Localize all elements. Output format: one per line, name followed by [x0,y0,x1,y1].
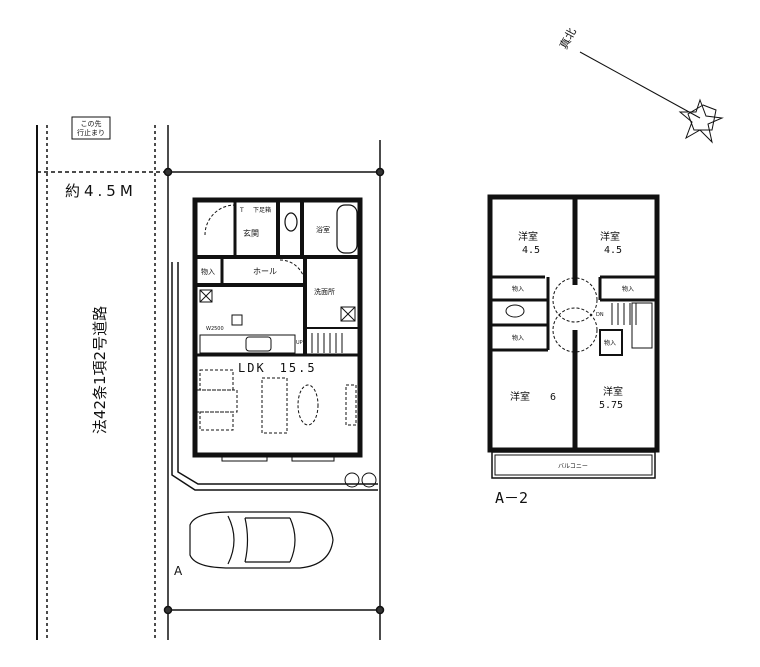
room-washroom: 洗面所 [314,287,335,296]
stairs-up-label: UP [296,340,303,346]
dead-end-sign: この先 行止まり [71,116,111,140]
closet-3: 物入 [512,334,524,342]
road [36,125,168,640]
closet-4: 物入 [604,339,616,347]
room-entrance: 玄関 [243,228,259,238]
room-western-1: 洋室 [518,230,538,243]
floor1-walls [192,197,377,488]
room-ldk: LDK 15.5 [238,361,317,375]
parking-marker: A [174,564,183,578]
closet-1: 物入 [512,285,524,293]
room-western-2-size: 4.5 [604,245,622,256]
floor2-labels: 洋室 4.5 洋室 4.5 洋室 6 洋室 5.75 物入 物入 物入 物入 D… [495,230,634,507]
room-western-2: 洋室 [600,230,620,243]
floor2-walls [487,194,660,479]
room-western-3: 洋室 [510,390,530,403]
stairs-dn-label: DN [596,312,604,318]
room-hall: ホール [253,267,277,276]
dead-end-line1: この先 [81,119,102,128]
lot-boundary [163,125,385,640]
unit-label: A－2 [495,489,528,507]
kitchen-width: W2500 [206,326,224,332]
room-western-3-size: 6 [550,392,556,403]
closet-2: 物入 [622,285,634,293]
true-north-label: 真北 [556,25,579,51]
balcony-label: バルコニー [558,463,588,470]
t-mark: T [239,207,244,214]
room-western-4: 洋室 [603,385,623,398]
room-western-4-size: 5.75 [599,400,623,411]
car-icon [189,511,334,569]
dead-end-line2: 行止まり [77,128,105,137]
room-western-1-size: 4.5 [522,245,540,256]
shoe-box-label: 下足箱 [253,206,271,214]
road-type-label: 法42条1項2号道路 [91,306,109,434]
room-bath: 浴室 [316,225,330,234]
room-closet: 物入 [201,267,215,276]
road-width-label: 約4.5M [65,182,137,200]
compass-north-arrow-icon [579,51,724,144]
